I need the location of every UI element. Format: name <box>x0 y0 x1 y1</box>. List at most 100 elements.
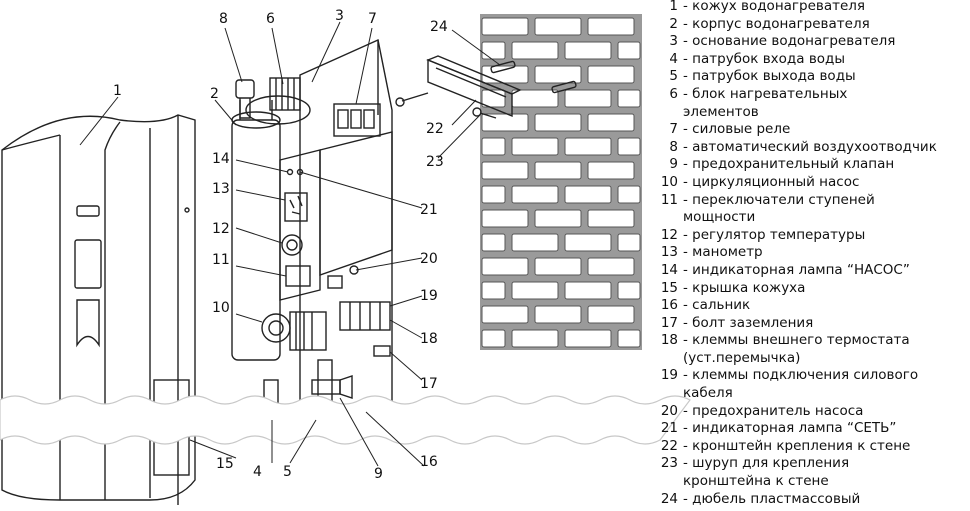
brick <box>534 305 582 324</box>
legend-item-text: - крышка кожуха <box>683 279 806 296</box>
callout-10: 10 <box>212 300 230 316</box>
legend-item-number: 10 <box>660 173 678 190</box>
legend-item: 19- клеммы подключения силового кабеля <box>660 367 970 402</box>
legend-item-number: 24 <box>660 490 678 507</box>
pump-fuse <box>327 265 359 289</box>
callout-9: 9 <box>374 466 383 482</box>
brick <box>534 113 582 132</box>
callout-7: 7 <box>368 11 377 27</box>
brick <box>564 233 612 252</box>
legend-item-number: 22 <box>660 437 678 454</box>
legend-item: 15 - крышка кожуха <box>660 280 970 298</box>
brick-wall <box>480 14 642 350</box>
callout-15: 15 <box>216 456 234 472</box>
legend-item: 23 - шуруп для крепления кронштейна к сте… <box>660 455 970 490</box>
brick <box>511 185 559 204</box>
brick <box>564 281 612 300</box>
legend-item-text: - индикаторная лампа “СЕТЬ” <box>683 420 897 437</box>
brick <box>481 281 506 300</box>
brick <box>511 281 559 300</box>
mounting-base-plate <box>299 39 393 421</box>
legend-item-number: 7 <box>669 121 678 138</box>
screw <box>472 107 497 119</box>
air-vent <box>235 79 255 119</box>
legend-item: 22 - кронштейн крепления к стене <box>660 438 970 456</box>
wall-bracket <box>426 55 522 118</box>
legend-item-text: - кронштейн крепления к стене <box>683 437 911 454</box>
legend-item-number: 3 <box>669 33 678 50</box>
callout-4: 4 <box>253 464 262 480</box>
heating-element-block <box>269 77 301 111</box>
brick <box>564 185 612 204</box>
brick <box>481 257 529 276</box>
callout-5: 5 <box>283 464 292 480</box>
legend-item-number: 16 <box>660 297 678 314</box>
legend-item-text: - корпус водонагревателя <box>683 15 870 32</box>
brick <box>617 281 641 300</box>
brick <box>481 41 506 60</box>
casing <box>1 114 196 505</box>
legend-item-number: 20 <box>660 402 678 419</box>
callout-11: 11 <box>212 252 230 268</box>
legend-item-text: - клеммы внешнего термостата (уст.перемы… <box>683 332 910 366</box>
legend-item-number: 1 <box>669 0 678 14</box>
brick <box>617 89 641 108</box>
legend-item: 6 - блок нагревательных элементов <box>660 86 970 121</box>
brick <box>481 305 529 324</box>
callout-16: 16 <box>420 454 438 470</box>
brick <box>587 161 635 180</box>
callout-21: 21 <box>420 202 438 218</box>
callout-2: 2 <box>210 86 219 102</box>
legend-item-text: - автоматический воздухоотводчик <box>683 138 937 155</box>
brick <box>564 137 612 156</box>
legend-item-text: - патрубок выхода воды <box>683 68 856 85</box>
screw <box>395 92 429 107</box>
brick <box>481 17 529 36</box>
legend-item-number: 17 <box>660 314 678 331</box>
legend-item-text: - переключатели ступеней мощности <box>683 191 875 226</box>
callout-18: 18 <box>420 331 438 347</box>
legend-item: 14- индикаторная лампа “НАСОС” <box>660 262 970 280</box>
legend-item: 5- патрубок выхода воды <box>660 68 970 86</box>
legend-item-text: - блок нагревательных элементов <box>683 85 848 120</box>
brick <box>564 89 612 108</box>
brick <box>564 41 612 60</box>
brick <box>481 137 506 156</box>
legend-item-number: 18 <box>660 332 678 349</box>
legend-item-number: 23 <box>660 455 678 472</box>
callout-24: 24 <box>430 19 448 35</box>
legend-item-number: 6 <box>669 85 678 102</box>
legend-item: 3- основание водонагревателя <box>660 33 970 51</box>
wall-mortar <box>480 14 642 350</box>
thermostat-terminals <box>373 345 391 357</box>
legend-item-number: 2 <box>669 15 678 32</box>
brick <box>587 17 635 36</box>
legend-item-text: - клеммы подключения силового кабеля <box>683 367 919 402</box>
legend-item-text: - предохранитель насоса <box>683 402 864 419</box>
brick <box>587 209 635 228</box>
circulation-pump <box>261 311 327 351</box>
legend-item: 4- патрубок входа воды <box>660 51 970 69</box>
legend-item-number: 21 <box>660 420 678 437</box>
legend-item: 1- кожух водонагревателя <box>660 0 970 16</box>
legend-item-number: 15 <box>660 279 678 296</box>
legend-item: 7- силовые реле <box>660 121 970 139</box>
brick <box>617 233 641 252</box>
legend-item-number: 13 <box>660 244 678 261</box>
legend-item-text: - дюбель пластмассовый <box>683 490 861 507</box>
leader-lines <box>79 21 501 467</box>
brick <box>587 305 635 324</box>
callout-8: 8 <box>219 11 228 27</box>
brick <box>534 161 582 180</box>
control-panel <box>279 131 393 301</box>
legend-item-text: - шуруп для крепления кронштейна к стене <box>683 455 850 490</box>
power-cable-terminals <box>339 301 391 331</box>
legend-item-text: - регулятор температуры <box>683 226 866 243</box>
legend-item: 21 - индикаторная лампа “СЕТЬ” <box>660 420 970 438</box>
legend-item: 10 - циркуляционный насос <box>660 174 970 192</box>
brick <box>587 65 635 84</box>
legend-item-text: - циркуляционный насос <box>683 173 860 190</box>
brick <box>534 209 582 228</box>
legend-item: 8- автоматический воздухоотводчик <box>660 139 970 157</box>
